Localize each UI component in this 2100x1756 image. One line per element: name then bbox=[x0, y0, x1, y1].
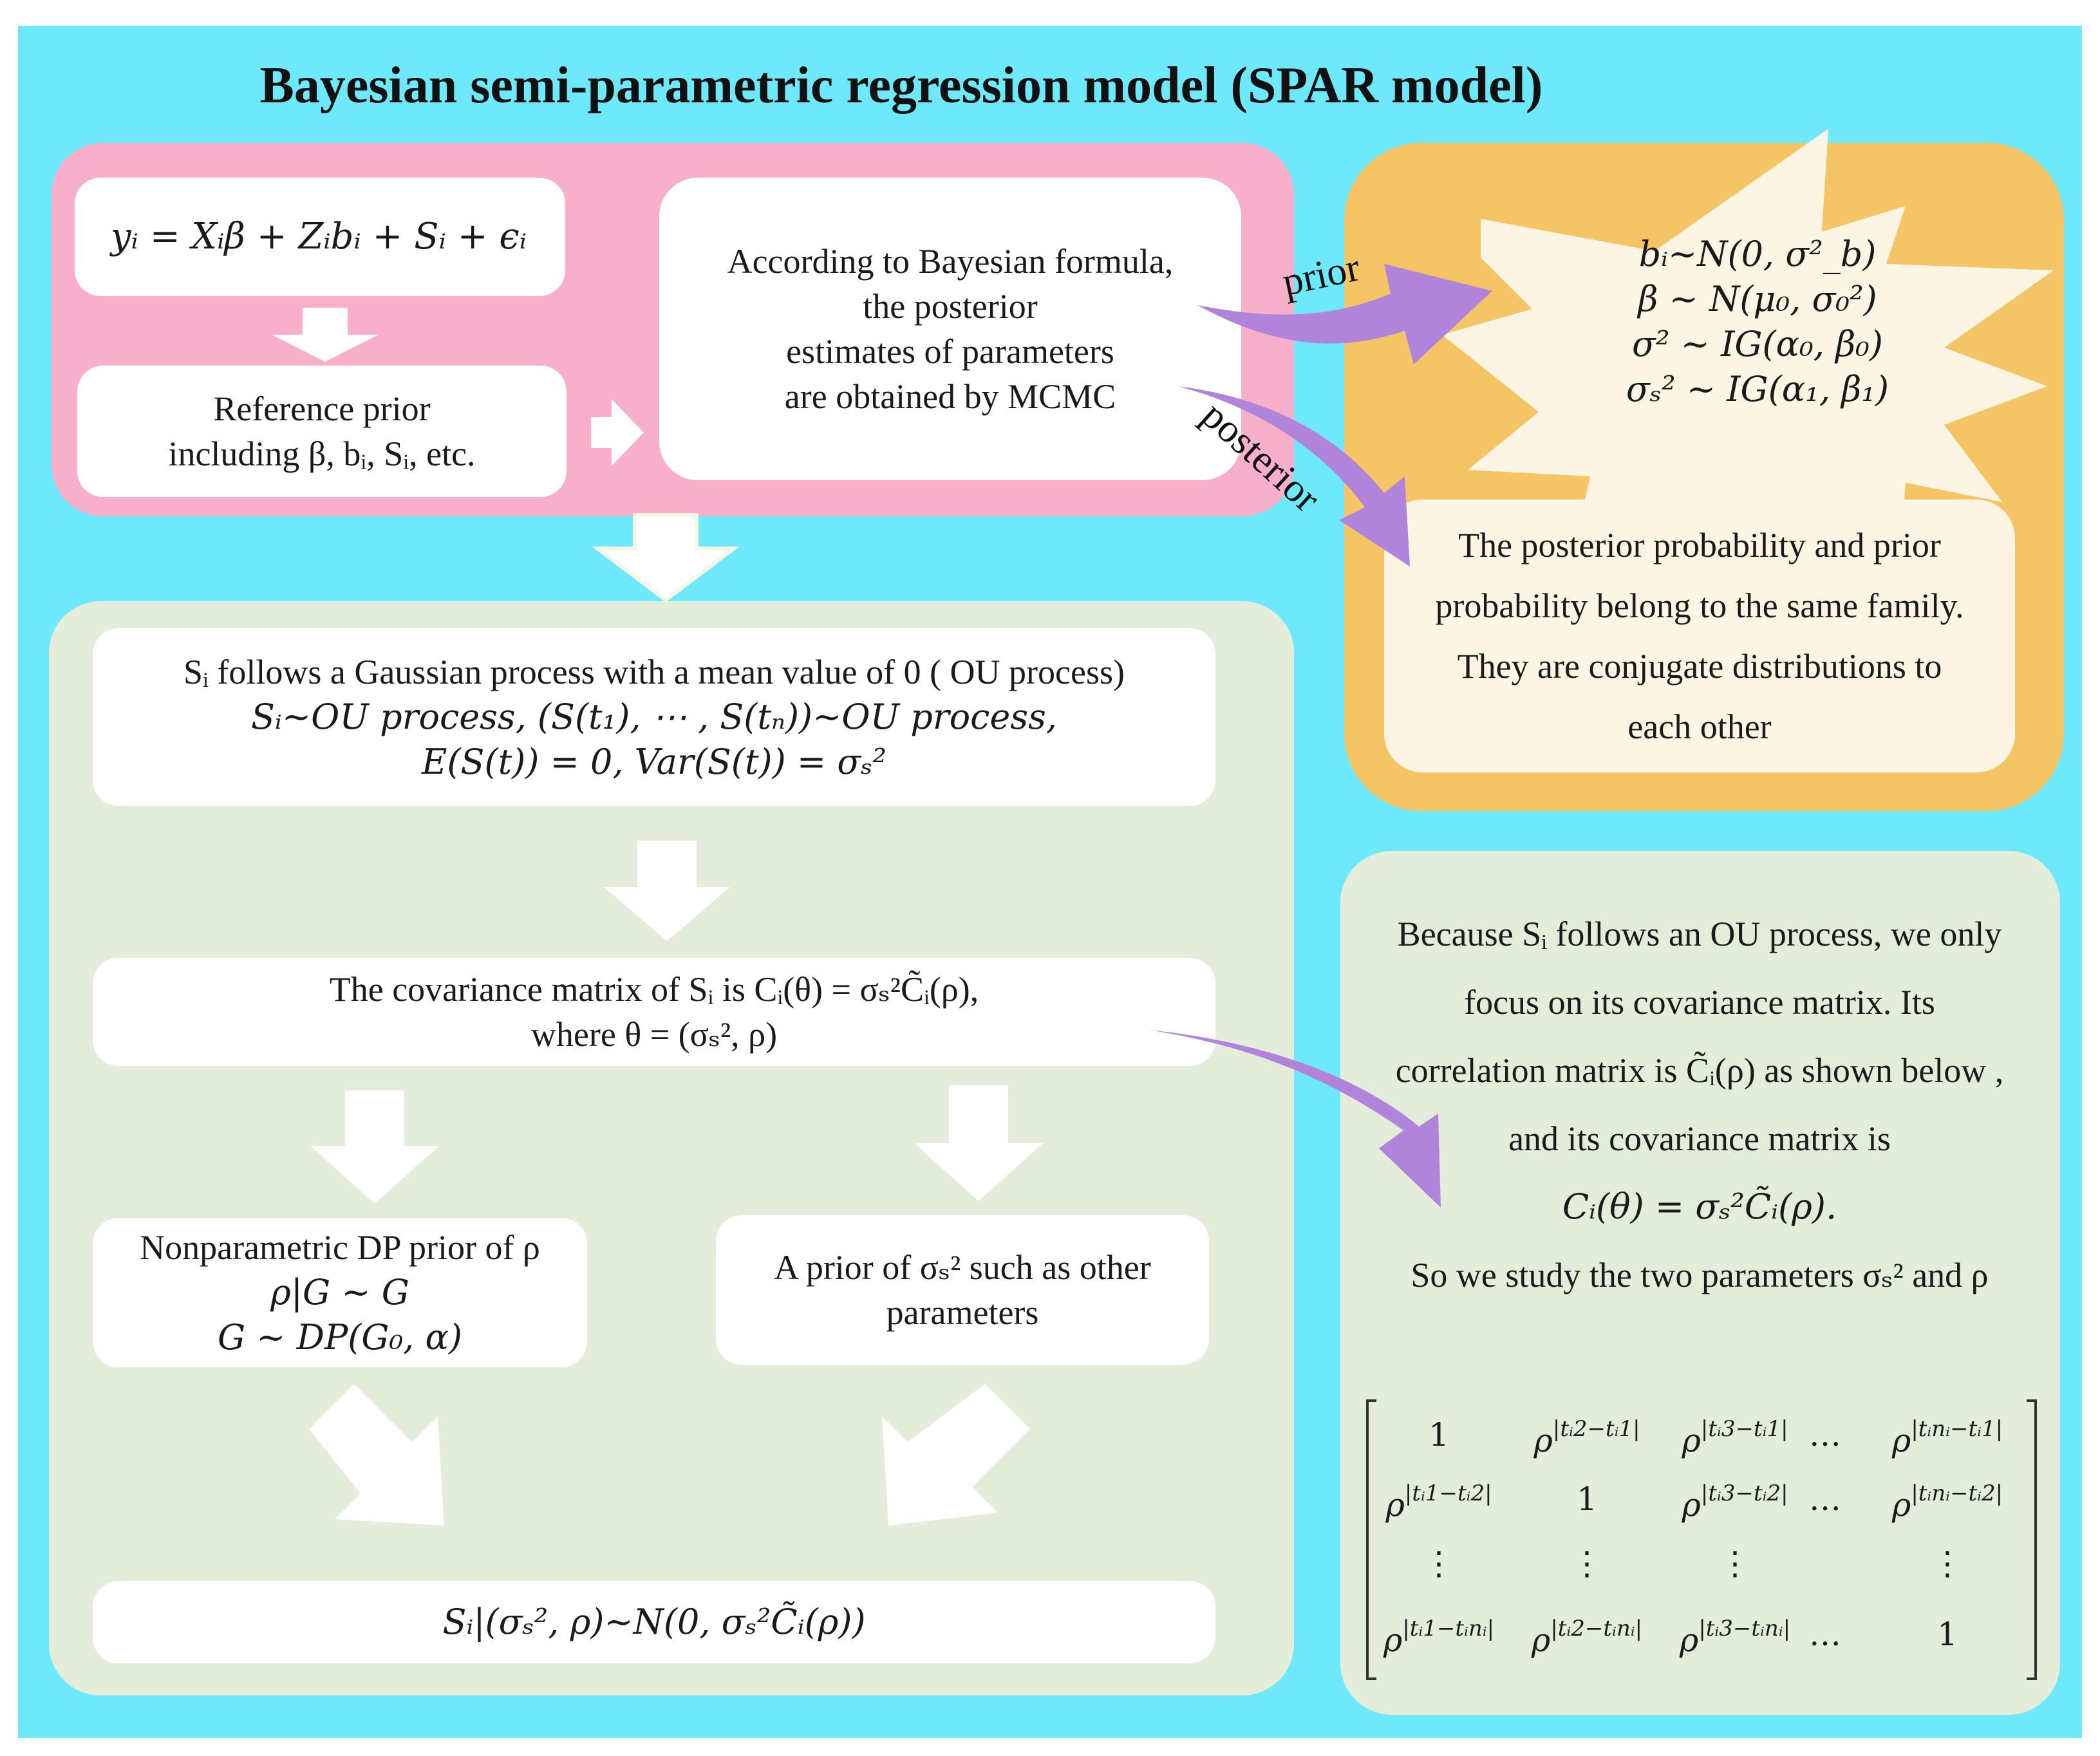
right-arrow-prior-to-formula bbox=[591, 399, 644, 466]
matrix-cell-1-1: 1 bbox=[1429, 1416, 1449, 1453]
down-arrow-covariance-to-dp bbox=[310, 1090, 439, 1204]
diag-arrow-sigma-to-result bbox=[882, 1384, 1030, 1526]
reference-prior-box: Reference prior including β, bᵢ, Sᵢ, etc… bbox=[77, 366, 567, 497]
sigma-prior-box: A prior of σₛ² such as other parameters bbox=[716, 1215, 1209, 1365]
dp-prior-line-2: ρ|G ~ G bbox=[270, 1271, 409, 1312]
ou-explanation-line-5: Cᵢ(θ) = σₛ²C̃ᵢ(ρ). bbox=[1562, 1186, 1837, 1227]
model-equation: yᵢ = Xᵢβ + Zᵢbᵢ + Sᵢ + ϵᵢ bbox=[111, 215, 527, 257]
matrix-cell-4-4: … bbox=[1809, 1616, 1841, 1653]
conjugate-note-box-bg bbox=[1384, 500, 2015, 772]
prior-starburst bbox=[1442, 129, 2054, 579]
ou-explanation-line-1: Because Sᵢ follows an OU process, we onl… bbox=[1397, 915, 2002, 953]
matrix-cell-2-1: ρ|tᵢ1−tᵢ2| bbox=[1385, 1480, 1492, 1524]
result-distribution-box: Sᵢ|(σₛ², ρ)~N(0, σₛ²C̃ᵢ(ρ)) bbox=[93, 1581, 1215, 1663]
down-arrow-gaussian-to-covariance bbox=[604, 841, 730, 941]
matrix-cell-1-4: … bbox=[1809, 1416, 1841, 1453]
gaussian-process-line-1: Sᵢ follows a Gaussian process with a mea… bbox=[183, 652, 1125, 691]
conjugate-note-line-4: each other bbox=[1627, 707, 1772, 746]
matrix-cell-1-3: ρ|tᵢ3−tᵢ1| bbox=[1682, 1416, 1788, 1459]
reference-prior-line-1: Reference prior bbox=[213, 389, 431, 428]
bayesian-formula-line-3: estimates of parameters bbox=[786, 332, 1114, 371]
diag-arrow-dp-to-result bbox=[309, 1384, 444, 1526]
matrix-cell-4-2: ρ|tᵢ2−tᵢnᵢ| bbox=[1531, 1616, 1643, 1659]
matrix-cell-4-3: ρ|tᵢ3−tᵢnᵢ| bbox=[1679, 1616, 1791, 1659]
matrix-cell-3-3: ⋮ bbox=[1719, 1545, 1751, 1582]
reference-prior-line-2: including β, bᵢ, Sᵢ, etc. bbox=[168, 434, 476, 473]
conjugate-note: The posterior probability and prior prob… bbox=[1384, 515, 2015, 757]
matrix-cell-4-1: ρ|tᵢ1−tᵢnᵢ| bbox=[1383, 1616, 1495, 1659]
conjugate-note-line-2: probability belong to the same family. bbox=[1435, 586, 1964, 625]
dp-prior-line-3: G ~ DP(G₀, α) bbox=[217, 1317, 463, 1358]
covariance-explanation-panel bbox=[1340, 851, 2060, 1715]
covariance-line-1: The covariance matrix of Sᵢ is Cᵢ(θ) = σ… bbox=[329, 969, 979, 1009]
bayesian-formula-line-2: the posterior bbox=[863, 286, 1038, 326]
covariance-matrix-box: The covariance matrix of Sᵢ is Cᵢ(θ) = σ… bbox=[93, 958, 1215, 1066]
down-arrow-equation-to-prior bbox=[272, 308, 379, 362]
result-distribution: Sᵢ|(σₛ², ρ)~N(0, σₛ²C̃ᵢ(ρ)) bbox=[442, 1601, 866, 1642]
conjugate-note-line-1: The posterior probability and prior bbox=[1458, 526, 1941, 565]
prior-b: bᵢ~N(0, σ²_b) bbox=[1638, 233, 1877, 274]
prior-sigma-s: σₛ² ~ IG(α₁, β₁) bbox=[1626, 369, 1889, 410]
matrix-cell-1-2: ρ|tᵢ2−tᵢ1| bbox=[1533, 1416, 1640, 1459]
gaussian-process-box: Sᵢ follows a Gaussian process with a mea… bbox=[93, 628, 1215, 806]
matrix-right-bracket bbox=[2027, 1399, 2037, 1680]
matrix-cell-2-5: ρ|tᵢnᵢ−tᵢ2| bbox=[1891, 1480, 2003, 1524]
conjugate-note-line-3: They are conjugate distributions to bbox=[1457, 647, 1942, 686]
ou-explanation: Because Sᵢ follows an OU process, we onl… bbox=[1345, 900, 2054, 1309]
diagram-title: Bayesian semi-parametric regression mode… bbox=[259, 57, 1543, 114]
prior-arrow bbox=[1197, 264, 1492, 364]
model-equation-box: yᵢ = Xᵢβ + Zᵢbᵢ + Sᵢ + ϵᵢ bbox=[75, 178, 565, 296]
bayesian-formula-line-4: are obtained by MCMC bbox=[784, 377, 1116, 416]
sigma-prior-line-1: A prior of σₛ² such as other bbox=[774, 1247, 1151, 1287]
ou-explanation-line-2: focus on its covariance matrix. Its bbox=[1464, 983, 1935, 1022]
prior-sigma: σ² ~ IG(α₀, β₀) bbox=[1632, 324, 1883, 364]
dp-prior-box: Nonparametric DP prior of ρ ρ|G ~ G G ~ … bbox=[93, 1218, 587, 1367]
ou-explanation-line-4: and its covariance matrix is bbox=[1508, 1119, 1891, 1158]
matrix-cell-3-2: ⋮ bbox=[1571, 1545, 1603, 1582]
matrix-cell-3-1: ⋮ bbox=[1423, 1545, 1455, 1582]
posterior-arrow bbox=[1178, 386, 1410, 566]
matrix-cell-3-5: ⋮ bbox=[1931, 1545, 1964, 1582]
down-arrow-covariance-to-sigma bbox=[914, 1085, 1043, 1201]
matrix-cell-2-4: … bbox=[1809, 1480, 1841, 1518]
dp-prior-line-1: Nonparametric DP prior of ρ bbox=[140, 1228, 540, 1267]
covariance-line-2: where θ = (σₛ², ρ) bbox=[530, 1015, 778, 1054]
matrix-cell-2-3: ρ|tᵢ3−tᵢ2| bbox=[1682, 1480, 1788, 1524]
matrix-cell-1-5: ρ|tᵢnᵢ−tᵢ1| bbox=[1891, 1416, 2003, 1459]
prior-beta: β ~ N(μ₀, σ₀²) bbox=[1638, 278, 1877, 319]
ou-explanation-line-6: So we study the two parameters σₛ² and ρ bbox=[1411, 1256, 1989, 1294]
ou-explanation-line-3: correlation matrix is C̃ᵢ(ρ) as shown be… bbox=[1395, 1051, 2004, 1090]
bayesian-formula-line-1: According to Bayesian formula, bbox=[727, 241, 1174, 281]
matrix-left-bracket bbox=[1366, 1399, 1376, 1680]
ou-explanation-arrow bbox=[1148, 1030, 1441, 1208]
matrix-cell-2-2: 1 bbox=[1577, 1480, 1597, 1518]
down-arrow-pink-to-green bbox=[592, 513, 740, 602]
star-priors: bᵢ~N(0, σ²_b) β ~ N(μ₀, σ₀²) σ² ~ IG(α₀,… bbox=[1571, 219, 1944, 425]
sigma-prior-line-2: parameters bbox=[886, 1293, 1039, 1332]
bayesian-formula-box: According to Bayesian formula, the poste… bbox=[659, 178, 1241, 480]
gaussian-process-line-2: Sᵢ~OU process, (S(t₁), ⋯ , S(tₙ))~OU pro… bbox=[251, 696, 1057, 737]
matrix-cell-4-5: 1 bbox=[1937, 1616, 1958, 1653]
gaussian-process-line-3: E(S(t)) = 0, Var(S(t)) = σₛ² bbox=[422, 742, 886, 783]
